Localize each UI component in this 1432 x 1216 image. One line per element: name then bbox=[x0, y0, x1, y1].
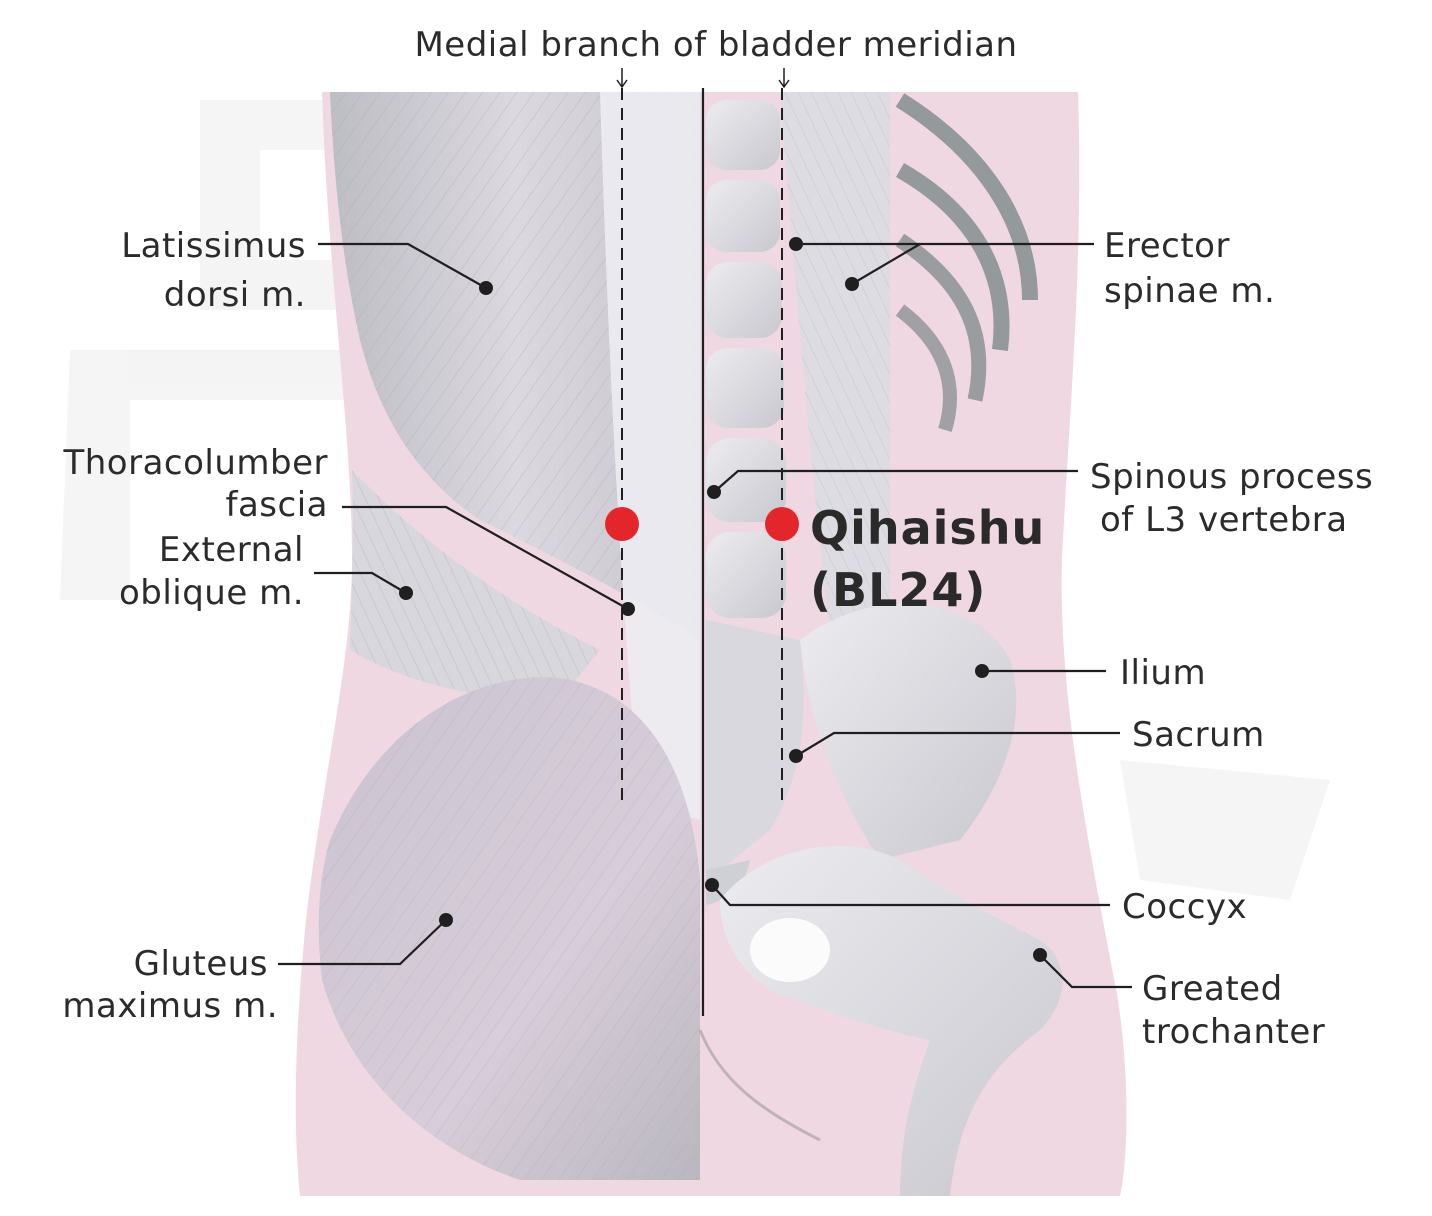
label-coccyx: Coccyx bbox=[1122, 887, 1247, 927]
label-erector-2: spinae m. bbox=[1104, 271, 1275, 311]
sacrum-shape bbox=[706, 620, 804, 870]
label-sacrum: Sacrum bbox=[1132, 715, 1265, 755]
leader-lines bbox=[278, 237, 1132, 989]
coccyx-shape bbox=[706, 860, 750, 905]
watermark bbox=[60, 100, 1330, 900]
acupoint-name: Qihaishu bbox=[810, 501, 1045, 555]
label-thoracolumbar-1: Thoracolumber bbox=[62, 443, 328, 483]
acupoint-dot-left bbox=[605, 507, 639, 541]
obturator-foramen bbox=[750, 918, 830, 982]
ilium-shape bbox=[800, 603, 1017, 860]
label-gluteus-2: maximus m. bbox=[62, 986, 278, 1026]
thoracolumbar-fascia-shape bbox=[600, 92, 700, 820]
label-latissimus-1: Latissimus bbox=[121, 226, 306, 266]
acupoint-dot-right bbox=[765, 507, 799, 541]
label-gluteus-1: Gluteus bbox=[134, 944, 268, 984]
meridian-title: Medial branch of bladder meridian bbox=[414, 25, 1017, 65]
label-external-oblique-1: External bbox=[159, 530, 304, 570]
vertebral-column bbox=[706, 100, 786, 618]
label-thoracolumbar-2: fascia bbox=[226, 485, 329, 525]
label-trochanter-1: Greated bbox=[1142, 969, 1283, 1009]
arrow-right bbox=[778, 68, 790, 89]
label-spinous-1: Spinous process bbox=[1090, 457, 1373, 497]
label-external-oblique-2: oblique m. bbox=[119, 573, 304, 613]
acupoint-code: (BL24) bbox=[810, 563, 986, 617]
label-spinous-2: of L3 vertebra bbox=[1100, 500, 1348, 540]
label-trochanter-2: trochanter bbox=[1142, 1012, 1325, 1052]
arrow-left bbox=[616, 68, 628, 89]
label-latissimus-2: dorsi m. bbox=[164, 275, 306, 315]
label-ilium: Ilium bbox=[1120, 653, 1206, 693]
label-erector-1: Erector bbox=[1104, 226, 1230, 266]
